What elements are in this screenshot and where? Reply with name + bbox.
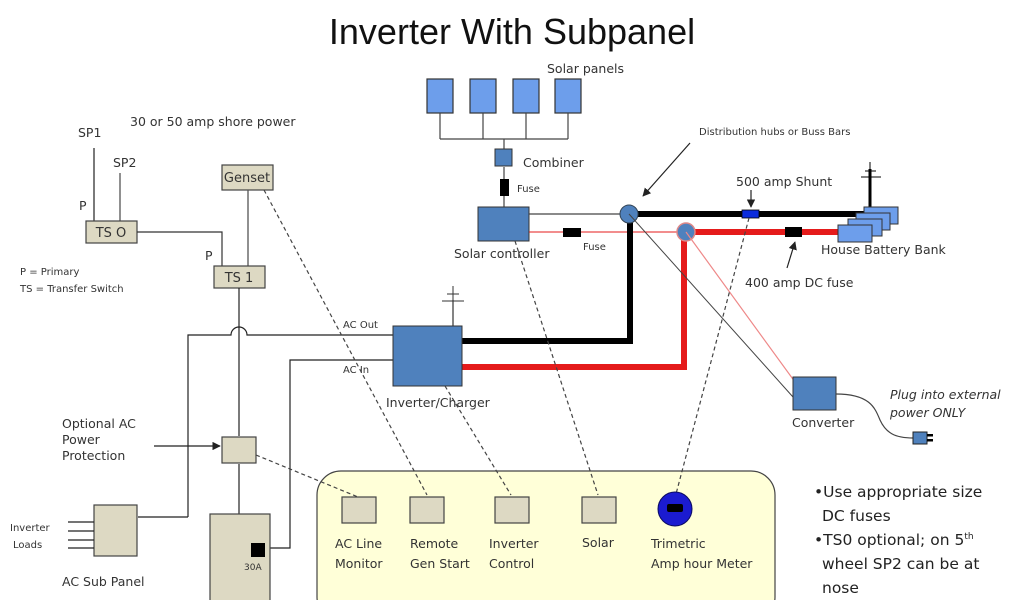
shore-power-label: 30 or 50 amp shore power	[130, 114, 296, 129]
ac-line-monitor-module	[341, 496, 377, 524]
solar-fuse-label: Fuse	[517, 184, 540, 195]
control-item-3-line1: Inverter	[489, 536, 539, 551]
converter-power-cord	[835, 393, 914, 439]
inverter-load-wires	[68, 521, 94, 549]
solar-panel	[512, 78, 540, 114]
optional-ac-label-3: Protection	[62, 448, 125, 463]
inverter-loads-label-1: Inverter	[10, 523, 51, 534]
ac-power-protection-box	[221, 436, 257, 464]
controller-fuse	[563, 228, 581, 237]
inverter-loads-label-2: Loads	[13, 540, 42, 551]
tso-label: TS O	[95, 226, 127, 241]
trimetric-display	[667, 504, 683, 512]
plug-prong	[927, 439, 933, 442]
inverter-control-module	[494, 496, 530, 524]
tso-to-ts1-wire	[137, 231, 223, 266]
inverter-charger-label: Inverter/Charger	[386, 395, 491, 410]
control-item-4-line1: Solar	[582, 535, 615, 550]
inverter-control-cable	[444, 385, 512, 496]
battery-ground-icon	[861, 162, 881, 178]
ts1-label: TS 1	[224, 271, 254, 286]
ac-out-wire	[187, 326, 393, 517]
diagram-title: Inverter With Subpanel	[329, 11, 695, 52]
primary-label-ts1: P	[205, 248, 213, 263]
breaker-30a-label: 30A	[244, 563, 262, 573]
control-item-3-line2: Control	[489, 556, 534, 571]
power-plug-icon	[912, 431, 928, 445]
plug-prong	[927, 434, 933, 437]
inverter-charger	[392, 325, 463, 387]
remote-control-panel	[316, 470, 776, 600]
solar-controller-label: Solar controller	[454, 246, 550, 261]
sp2-label: SP2	[113, 155, 136, 170]
solar-controller	[477, 206, 530, 242]
solar-monitor-cable	[514, 240, 599, 496]
distribution-hubs-label: Distribution hubs or Buss Bars	[699, 127, 850, 138]
primary-label-tso: P	[79, 198, 87, 213]
distribution-arrow	[642, 142, 691, 197]
converter-negative-wire	[628, 213, 794, 398]
dc-fuse-arrow	[786, 241, 797, 269]
ac-sub-panel-box	[93, 504, 138, 557]
control-item-5-line2: Amp hour Meter	[651, 556, 753, 571]
note-2-superscript: th	[964, 532, 973, 542]
ac-monitor-cable	[255, 454, 359, 498]
battery	[837, 224, 873, 243]
converter	[792, 376, 837, 411]
remote-gen-start-module	[409, 496, 445, 524]
shunt-label: 500 amp Shunt	[736, 174, 832, 189]
legend-transfer-switch: TS = Transfer Switch	[19, 284, 124, 295]
combiner-box	[494, 148, 513, 167]
house-battery-bank	[837, 206, 899, 243]
optional-ac-label-1: Optional AC	[62, 416, 136, 431]
ac-in-label: AC In	[343, 365, 369, 376]
positive-dc-cable	[462, 229, 848, 370]
note-2-line2: wheel SP2 can be at	[822, 555, 979, 573]
dc-fuse-400a	[785, 227, 802, 237]
dc-fuse-label: 400 amp DC fuse	[745, 275, 854, 290]
solar-panels-label: Solar panels	[547, 61, 624, 76]
solar-panel	[469, 78, 497, 114]
ac-sub-panel-label: AC Sub Panel	[62, 574, 145, 589]
breaker-30a	[251, 543, 265, 557]
solar-fuse	[500, 179, 509, 196]
controller-fuse-label: Fuse	[583, 242, 606, 253]
note-2-line1: •TS0 optional; on 5th	[814, 531, 974, 549]
solar-monitor-module	[581, 496, 617, 524]
legend-primary: P = Primary	[20, 267, 79, 278]
note-2-line3: nose	[822, 579, 859, 597]
solar-panel	[426, 78, 454, 114]
control-item-2-line1: Remote	[410, 536, 459, 551]
plug-note-1: Plug into external	[890, 387, 1001, 402]
control-item-1-line2: Monitor	[335, 556, 383, 571]
shunt	[741, 209, 760, 219]
ac-in-wire	[270, 359, 393, 549]
plug-note-2: power ONLY	[889, 405, 967, 420]
note-1-line2: DC fuses	[822, 507, 891, 525]
solar-panel	[554, 78, 582, 114]
control-cables	[255, 189, 750, 498]
control-item-2-line2: Gen Start	[410, 556, 470, 571]
control-item-5-line1: Trimetric	[650, 536, 706, 551]
combiner-label: Combiner	[523, 155, 585, 170]
solar-panel-array	[426, 78, 582, 114]
trimetric-cable	[675, 217, 750, 495]
optional-ac-label-2: Power	[62, 432, 101, 447]
sp1-label: SP1	[78, 125, 101, 140]
note-2-text: •TS0 optional; on 5	[814, 531, 964, 549]
gen-start-cable	[263, 189, 428, 496]
note-1-line1: •Use appropriate size	[814, 483, 982, 501]
genset-label: Genset	[224, 171, 270, 186]
converter-positive-wire	[685, 231, 796, 383]
control-modules	[341, 496, 617, 524]
control-item-1-line1: AC Line	[335, 536, 382, 551]
battery-bank-label: House Battery Bank	[821, 242, 947, 257]
inverter-ground-icon	[442, 286, 464, 302]
ac-out-label: AC Out	[343, 320, 378, 331]
converter-label: Converter	[792, 415, 855, 430]
